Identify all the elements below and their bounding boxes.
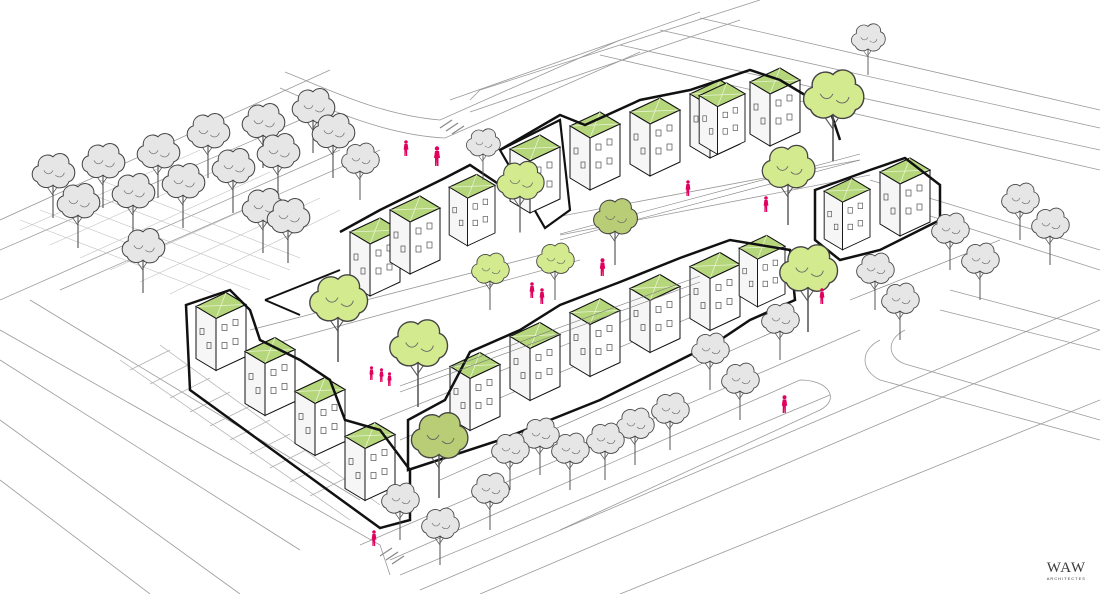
logo-text: WAW: [1046, 560, 1086, 576]
waw-architectes-logo: WAW ARCHITECTES: [1047, 561, 1086, 582]
logo-subtext: ARCHITECTES: [1046, 576, 1086, 581]
building-block-east: [813, 156, 942, 262]
building-block-west: [264, 163, 501, 316]
building-block-south: [406, 234, 797, 472]
building-block-southwest: [184, 288, 412, 530]
trees-grey: [31, 23, 1070, 566]
